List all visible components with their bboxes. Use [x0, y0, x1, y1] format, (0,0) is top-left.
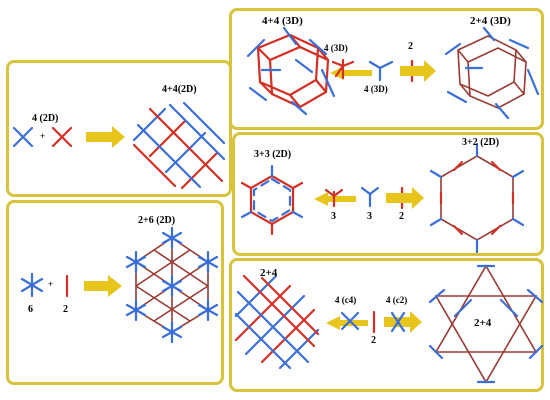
cube-4plus4-3d	[246, 26, 336, 116]
x-node-icon-blue	[12, 126, 34, 148]
asterisk-node-icon	[125, 250, 147, 274]
x-node-icon-red	[51, 126, 73, 148]
tripod-node-icon-blue	[368, 60, 394, 82]
label-two: 2	[63, 304, 68, 315]
square-2plus4-lattice	[234, 274, 320, 370]
label-4plus4-2d: 4+4(2D)	[162, 84, 197, 95]
tripod-node-icon-red	[324, 188, 344, 208]
asterisk-node-icon	[125, 298, 147, 322]
label-six: 6	[28, 304, 33, 315]
x-node-icon-c2	[390, 311, 406, 333]
label-4-3d-top: 4 (3D)	[324, 43, 348, 53]
label-4plus4-3d: 4+4 (3D)	[262, 15, 303, 27]
tripod-node-icon-red	[331, 58, 355, 80]
label-two-3d: 2	[408, 41, 413, 52]
arrow-right-icon	[84, 275, 122, 297]
label-3plus2-2d: 3+2 (2D)	[462, 137, 500, 148]
asterisk-node-icon	[161, 226, 183, 250]
label-two: 2	[371, 335, 376, 346]
label-three: 3	[367, 211, 372, 222]
arrow-right-icon	[400, 60, 436, 82]
label-2plus6-2d: 2+6 (2D)	[138, 215, 176, 226]
label-two: 2	[399, 211, 404, 222]
hexagon-3plus3	[240, 164, 304, 236]
label-4-c2: 4 (c2)	[386, 295, 408, 305]
tripod-node-icon-blue	[360, 186, 380, 208]
panel-3d	[229, 8, 544, 130]
label-2plus4-square: 2+4	[260, 267, 278, 279]
plus-sign: +	[40, 131, 46, 141]
label-4-2d: 4 (2D)	[32, 113, 59, 124]
hex-2plus6-lattice	[125, 226, 219, 344]
arrow-left-icon	[330, 66, 372, 80]
asterisk-node-icon	[161, 274, 183, 298]
label-3plus3-2d: 3+3 (2D)	[254, 149, 292, 160]
plus-sign: +	[48, 279, 54, 289]
grid-4plus4-lattice	[132, 101, 226, 190]
label-4-c4: 4 (c4)	[335, 295, 357, 305]
panel-2d-2plus6	[6, 200, 224, 385]
label-three: 3	[331, 211, 336, 222]
hexagon-3plus2	[429, 142, 525, 254]
asterisk-node-icon	[197, 250, 219, 274]
asterisk-node-icon	[197, 298, 219, 322]
arrow-right-icon	[386, 187, 424, 209]
arrow-right-icon	[384, 311, 422, 333]
arrow-right-icon	[86, 126, 125, 148]
label-2plus4-kagome: 2+4	[474, 317, 492, 329]
asterisk-node-icon	[20, 272, 44, 298]
label-4-3d-bottom: 4 (3D)	[364, 84, 388, 94]
star-of-david-kagome	[428, 264, 544, 384]
asterisk-node-icon	[161, 320, 183, 344]
x-node-icon-c4	[340, 311, 360, 331]
cube-2plus4-3d	[444, 26, 540, 120]
label-2plus4-3d: 2+4 (3D)	[470, 15, 511, 27]
